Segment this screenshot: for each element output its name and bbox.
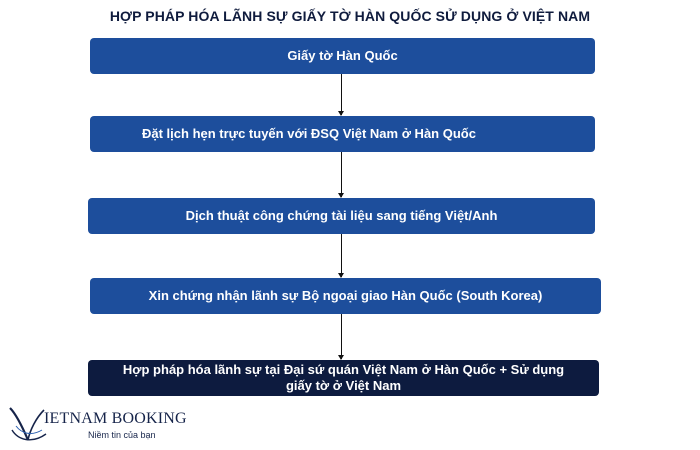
step-box-5: Hợp pháp hóa lãnh sự tại Đại sứ quán Việ… (88, 360, 599, 396)
step-label-1: Giấy tờ Hàn Quốc (287, 48, 398, 63)
swoosh-v-icon (9, 407, 47, 441)
arrow-connector-3 (338, 234, 344, 278)
step-label-5: Hợp pháp hóa lãnh sự tại Đại sứ quán Việ… (122, 362, 565, 393)
step-box-2: Đặt lịch hẹn trực tuyến với ĐSQ Việt Nam… (90, 116, 595, 152)
vietnam-booking-logo: IETNAM BOOKING Niềm tin của bạn (8, 400, 208, 446)
step-label-4: Xin chứng nhận lãnh sự Bộ ngoại giao Hàn… (148, 288, 543, 303)
arrow-connector-1 (338, 74, 344, 116)
step-box-4: Xin chứng nhận lãnh sự Bộ ngoại giao Hàn… (90, 278, 601, 314)
step-box-1: Giấy tờ Hàn Quốc (90, 38, 595, 74)
arrow-connector-2 (338, 152, 344, 198)
step-label-2: Đặt lịch hẹn trực tuyến với ĐSQ Việt Nam… (142, 126, 476, 141)
logo-name: IETNAM BOOKING (44, 410, 187, 427)
arrow-connector-4 (338, 314, 344, 360)
diagram-title: HỢP PHÁP HÓA LÃNH SỰ GIẤY TỜ HÀN QUỐC SỬ… (109, 8, 591, 24)
step-label-3: Dịch thuật công chứng tài liệu sang tiến… (185, 208, 498, 223)
step-box-3: Dịch thuật công chứng tài liệu sang tiến… (88, 198, 595, 234)
logo-tagline: Niềm tin của bạn (88, 430, 156, 440)
